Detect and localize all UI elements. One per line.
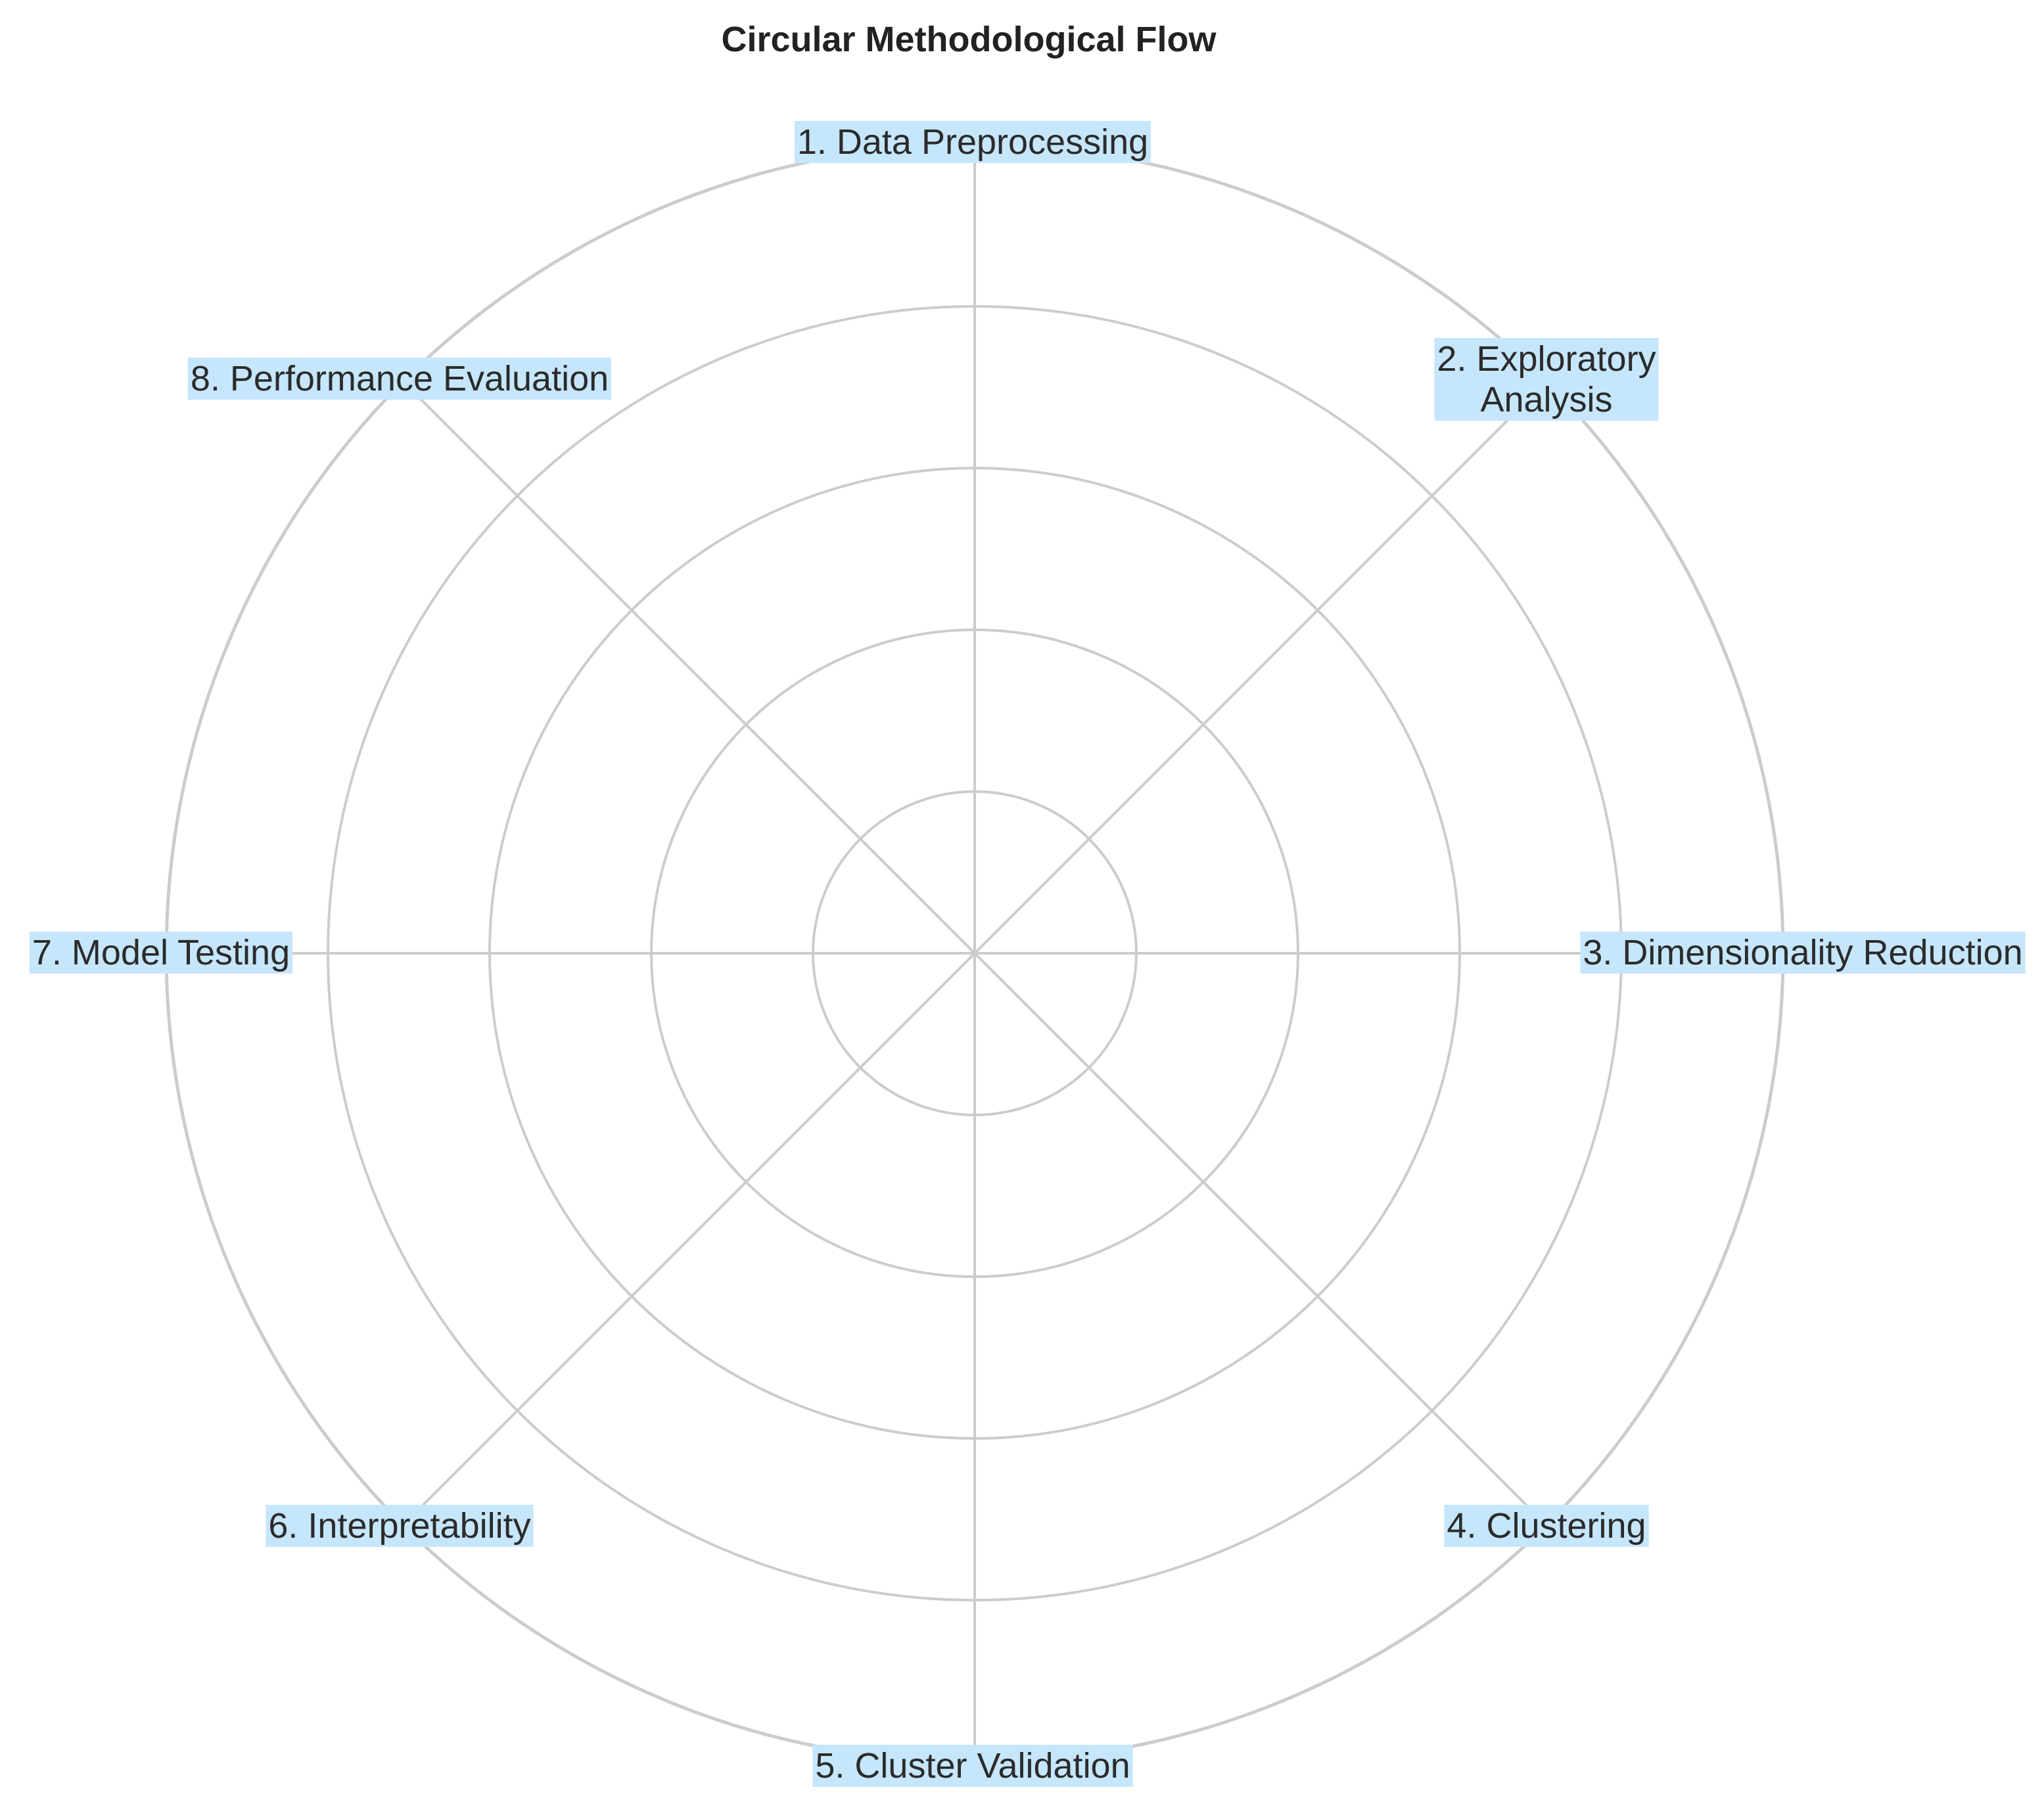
grid-spoke xyxy=(402,952,976,1527)
step-label-text: 6. Interpretability xyxy=(268,1506,530,1546)
step-label-3: 3. Dimensionality Reduction xyxy=(1580,932,2026,974)
label-highlight xyxy=(187,358,612,400)
diagram-title: Circular Methodological Flow xyxy=(721,20,1217,59)
step-label-line: Analysis xyxy=(1480,380,1612,419)
step-label-5: 5. Cluster Validation xyxy=(812,1745,1133,1787)
step-label-line: 5. Cluster Validation xyxy=(815,1746,1130,1786)
label-highlight xyxy=(1580,932,2026,974)
step-label-text: 5. Cluster Validation xyxy=(815,1746,1130,1786)
label-highlight xyxy=(794,121,1151,163)
step-label-line: 4. Clustering xyxy=(1447,1506,1646,1546)
step-label-1: 1. Data Preprocessing xyxy=(794,121,1151,163)
step-label-8: 8. Performance Evaluation xyxy=(187,358,612,400)
grid-spoke xyxy=(973,952,1548,1527)
step-label-line: 3. Dimensionality Reduction xyxy=(1583,933,2022,972)
step-label-line: 6. Interpretability xyxy=(268,1506,530,1546)
step-label-text: 4. Clustering xyxy=(1447,1506,1646,1546)
label-highlight xyxy=(266,1505,534,1547)
label-highlight xyxy=(29,932,293,974)
step-label-line: 1. Data Preprocessing xyxy=(797,122,1148,162)
step-label-line: 2. Exploratory xyxy=(1437,339,1656,379)
step-label-7: 7. Model Testing xyxy=(29,932,293,974)
label-highlight xyxy=(1434,338,1659,421)
step-label-text: 7. Model Testing xyxy=(32,933,290,972)
label-highlight xyxy=(812,1745,1133,1787)
step-label-6: 6. Interpretability xyxy=(266,1505,534,1547)
step-label-text: 8. Performance Evaluation xyxy=(191,359,609,398)
step-label-text: 1. Data Preprocessing xyxy=(797,122,1148,162)
step-label-4: 4. Clustering xyxy=(1444,1505,1649,1547)
grid-spoke xyxy=(973,380,1548,955)
step-label-line: 7. Model Testing xyxy=(32,933,290,972)
step-label-text: 3. Dimensionality Reduction xyxy=(1583,933,2022,972)
grid-spoke xyxy=(402,380,976,955)
step-label-line: 8. Performance Evaluation xyxy=(191,359,609,398)
label-highlight xyxy=(1444,1505,1649,1547)
